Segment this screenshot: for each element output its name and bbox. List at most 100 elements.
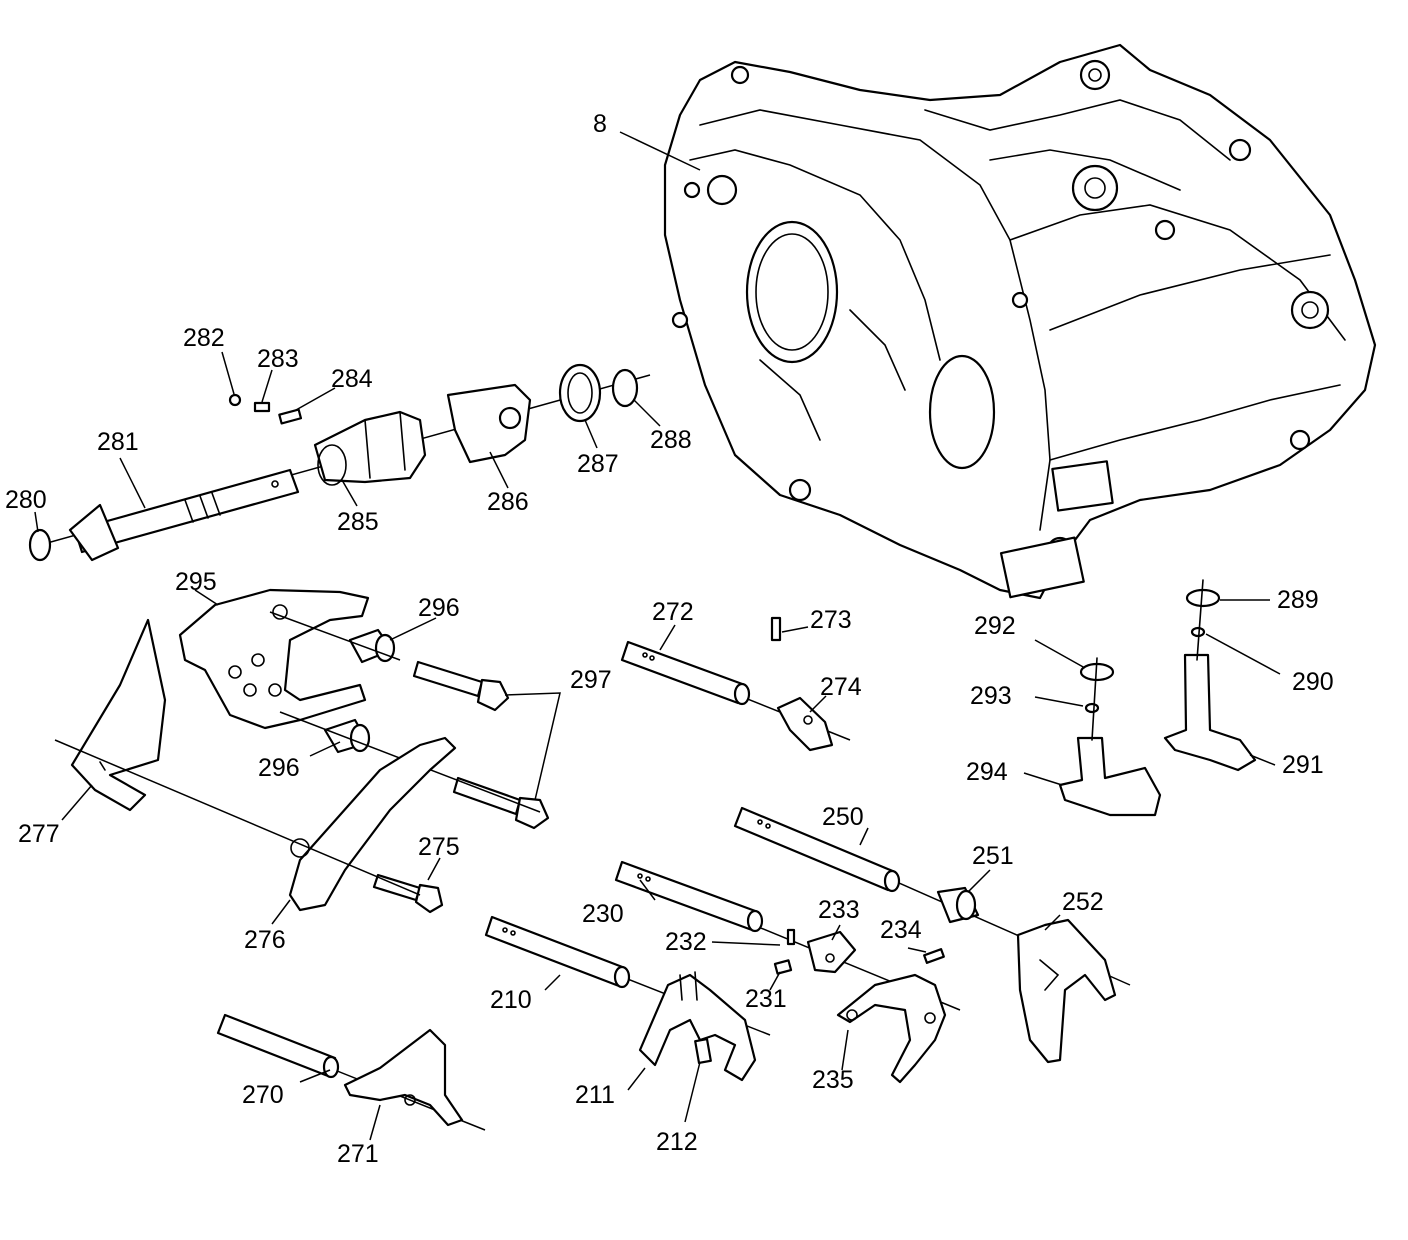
- leader-231: [769, 971, 781, 991]
- leader-234: [907, 947, 927, 953]
- snap-ring-280: [28, 528, 52, 562]
- leader-297: [504, 692, 561, 801]
- leader-287: [584, 419, 598, 449]
- leader-210: [544, 974, 561, 991]
- shift-fork-211: [638, 971, 757, 1082]
- leader-230: [639, 879, 656, 901]
- shift-lug-274: [776, 696, 834, 752]
- shift-lug-233: [806, 930, 857, 974]
- leader-270: [299, 1069, 331, 1083]
- shift-fork-235: [836, 973, 947, 1084]
- leader-272: [659, 624, 676, 651]
- bushing-251: [936, 886, 980, 924]
- callout-282: 282: [183, 324, 225, 352]
- leader-233: [831, 924, 841, 941]
- bracket-axis-277: [54, 739, 421, 896]
- leader-277: [61, 784, 93, 821]
- callout-labels: 8 210 211 212 230 231 232 233 234 235 25…: [5, 110, 1334, 1168]
- callout-296-upper: 296: [418, 594, 460, 622]
- leader-276: [271, 899, 291, 925]
- callout-287: 287: [577, 450, 619, 478]
- callout-231: 231: [745, 985, 787, 1013]
- selector-shaft-289-291: [1163, 579, 1257, 772]
- leader-284: [295, 387, 336, 411]
- callout-293: 293: [970, 682, 1012, 710]
- callout-211: 211: [575, 1081, 615, 1109]
- leader-295: [194, 589, 219, 606]
- leader-274: [809, 695, 827, 713]
- shift-shaft-281: [68, 468, 300, 562]
- callout-232: 232: [665, 928, 707, 956]
- callout-291: 291: [1282, 751, 1324, 779]
- callout-274: 274: [820, 673, 862, 701]
- callout-292: 292: [974, 612, 1016, 640]
- leader-292: [1034, 639, 1086, 669]
- pin-231: [773, 959, 793, 975]
- leader-290: [1205, 633, 1281, 675]
- pin-232: [786, 928, 796, 946]
- shift-rail-272: [620, 640, 751, 706]
- leader-286: [489, 451, 509, 489]
- shift-fork-252: [1016, 918, 1117, 1064]
- shift-lever-286: [446, 383, 532, 464]
- callout-295: 295: [175, 568, 217, 596]
- callout-212: 212: [656, 1128, 698, 1156]
- callout-271: 271: [337, 1140, 379, 1168]
- leader-250: [859, 827, 869, 846]
- bolt-275: [372, 873, 444, 914]
- leader-296a: [389, 617, 437, 641]
- spring-287: [558, 363, 602, 423]
- leader-275: [427, 857, 441, 881]
- leader-251: [967, 869, 991, 893]
- leader-232: [711, 941, 781, 946]
- callout-284: 284: [331, 365, 373, 393]
- selector-shaft-292-294: [1058, 657, 1162, 817]
- callout-272: 272: [652, 598, 694, 626]
- pin-212: [694, 1038, 712, 1064]
- callout-234: 234: [880, 916, 922, 944]
- leader-235: [841, 1029, 849, 1071]
- transmission-case: [663, 43, 1377, 600]
- shift-rail-250: [733, 806, 901, 893]
- callout-277: 277: [18, 820, 60, 848]
- callout-286: 286: [487, 488, 529, 516]
- pin-273: [770, 616, 782, 642]
- callout-233: 233: [818, 896, 860, 924]
- bolt-297-upper: [412, 660, 510, 712]
- leader-283: [261, 369, 273, 403]
- bracket-plate-277: [70, 618, 167, 812]
- shift-bracket-295: [178, 588, 370, 730]
- callout-273: 273: [810, 606, 852, 634]
- leader-294: [1023, 772, 1063, 786]
- leader-291: [1249, 754, 1276, 766]
- snap-ring-288: [611, 368, 639, 408]
- leader-211: [627, 1067, 646, 1091]
- shift-fork-271: [343, 1028, 464, 1127]
- leader-281: [119, 457, 146, 509]
- bushing-296-lower: [323, 718, 371, 754]
- callout-276: 276: [244, 926, 286, 954]
- callout-285: 285: [337, 508, 379, 536]
- callout-210: 210: [490, 986, 532, 1014]
- leader-280: [34, 511, 39, 533]
- shift-rail-270: [216, 1013, 340, 1079]
- callout-296-lower: 296: [258, 754, 300, 782]
- callout-235: 235: [812, 1066, 854, 1094]
- callout-252: 252: [1062, 888, 1104, 916]
- shift-rail-230: [614, 860, 764, 933]
- leader-252: [1044, 914, 1061, 931]
- shift-rail-210: [484, 915, 631, 989]
- pin-284: [278, 408, 303, 425]
- lever-276: [288, 736, 457, 912]
- spring-283: [253, 401, 271, 413]
- ball-282: [228, 393, 242, 407]
- callout-289: 289: [1277, 586, 1319, 614]
- leader-282: [221, 351, 235, 395]
- callout-283: 283: [257, 345, 299, 373]
- callout-250: 250: [822, 803, 864, 831]
- leader-212: [684, 1061, 701, 1123]
- leader-296b: [309, 741, 341, 757]
- callout-275: 275: [418, 833, 460, 861]
- callout-280: 280: [5, 486, 47, 514]
